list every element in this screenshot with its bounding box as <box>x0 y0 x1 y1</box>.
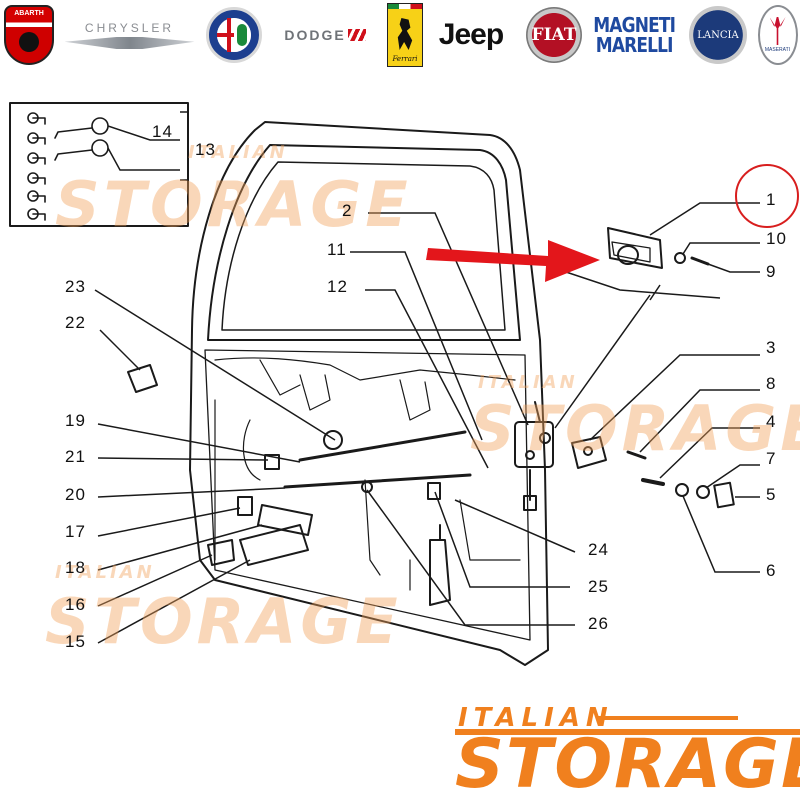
keys <box>54 117 109 161</box>
door-lock-mechanism <box>514 421 554 468</box>
callout-6: 6 <box>766 561 777 580</box>
nut-plate-5 <box>713 481 735 509</box>
washer-10 <box>674 252 686 264</box>
jeep-label: Jeep <box>438 18 504 51</box>
callout-9: 9 <box>766 262 777 281</box>
striker-plate <box>571 436 607 469</box>
inner-handle-15 <box>239 524 309 566</box>
callout-21: 21 <box>65 447 86 466</box>
part-16 <box>207 539 235 566</box>
brand-logo-strip: ABARTH CHRYSLER DODGE Ferrari Jeep FIAT … <box>0 0 800 72</box>
callout-13: 13 <box>195 140 216 159</box>
logo-bar-top <box>598 716 738 720</box>
abarth-label: ABARTH <box>14 10 44 17</box>
ferrari-label: Ferrari <box>392 55 418 63</box>
callout-17: 17 <box>65 522 86 541</box>
marelli-label: MARELLI <box>595 33 674 57</box>
dodge-logo: DODGE <box>270 4 380 66</box>
rod-19 <box>298 430 467 462</box>
bolt-4 <box>641 478 665 486</box>
screw-9 <box>690 256 710 266</box>
chrysler-logo: CHRYSLER <box>62 4 197 66</box>
callout-10: 10 <box>766 229 787 248</box>
clip-22 <box>127 364 158 393</box>
washer-6 <box>675 483 689 497</box>
callout-26: 26 <box>588 614 609 633</box>
highlight-arrow <box>426 240 600 282</box>
logo-italian-text: ITALIAN <box>458 703 614 733</box>
callout-8: 8 <box>766 374 777 393</box>
callout-1: 1 <box>766 190 777 209</box>
fiat-label: FIAT <box>531 25 577 45</box>
callout-22: 22 <box>65 313 86 332</box>
callout-4: 4 <box>766 412 777 431</box>
screw-8 <box>626 450 647 460</box>
inner-handle-bezel-18 <box>257 504 313 536</box>
window-opening <box>207 144 521 341</box>
callout-25: 25 <box>588 577 609 596</box>
callout-24: 24 <box>588 540 609 559</box>
callout-15: 15 <box>65 632 86 651</box>
dodge-label: DODGE <box>284 27 346 43</box>
fiat-logo: FIAT <box>523 4 585 66</box>
callout-2: 2 <box>342 201 353 220</box>
callout-20: 20 <box>65 485 86 504</box>
leader-lines <box>94 111 760 644</box>
door-frame-outer <box>189 121 549 666</box>
maserati-label: MASERATI <box>764 47 791 53</box>
callout-7: 7 <box>766 449 777 468</box>
magneti-marelli-logo: MAGNETI MARELLI <box>588 4 680 66</box>
callout-14: 14 <box>152 122 173 141</box>
abarth-logo: ABARTH <box>0 4 58 66</box>
regulator-motor-26 <box>429 539 451 606</box>
highlight-circle <box>735 164 799 228</box>
callout-3: 3 <box>766 338 777 357</box>
callout-19: 19 <box>65 411 86 430</box>
outside-door-handle <box>607 227 663 269</box>
callout-11: 11 <box>327 240 347 259</box>
logo-storage-text: STORAGE <box>455 725 800 804</box>
callout-23: 23 <box>65 277 86 296</box>
lancia-logo: LANCIA <box>685 4 751 66</box>
logo-bar-middle <box>455 729 800 735</box>
maserati-logo: MASERATI <box>755 4 800 66</box>
clip-17 <box>237 496 253 516</box>
rod-20 <box>283 473 472 489</box>
callout-18: 18 <box>65 558 86 577</box>
jeep-logo: Jeep <box>430 4 512 66</box>
callout-5: 5 <box>766 485 777 504</box>
callout-12: 12 <box>327 277 348 296</box>
lancia-label: LANCIA <box>697 29 739 41</box>
chrysler-label: CHRYSLER <box>84 21 175 35</box>
magneti-label: MAGNETI <box>593 13 676 37</box>
callout-16: 16 <box>65 595 86 614</box>
alfa-romeo-logo <box>202 4 266 66</box>
highlight-overlay <box>426 164 799 282</box>
washer-7 <box>696 485 710 499</box>
door-inner-panel <box>204 349 531 641</box>
ferrari-logo: Ferrari <box>385 3 425 67</box>
